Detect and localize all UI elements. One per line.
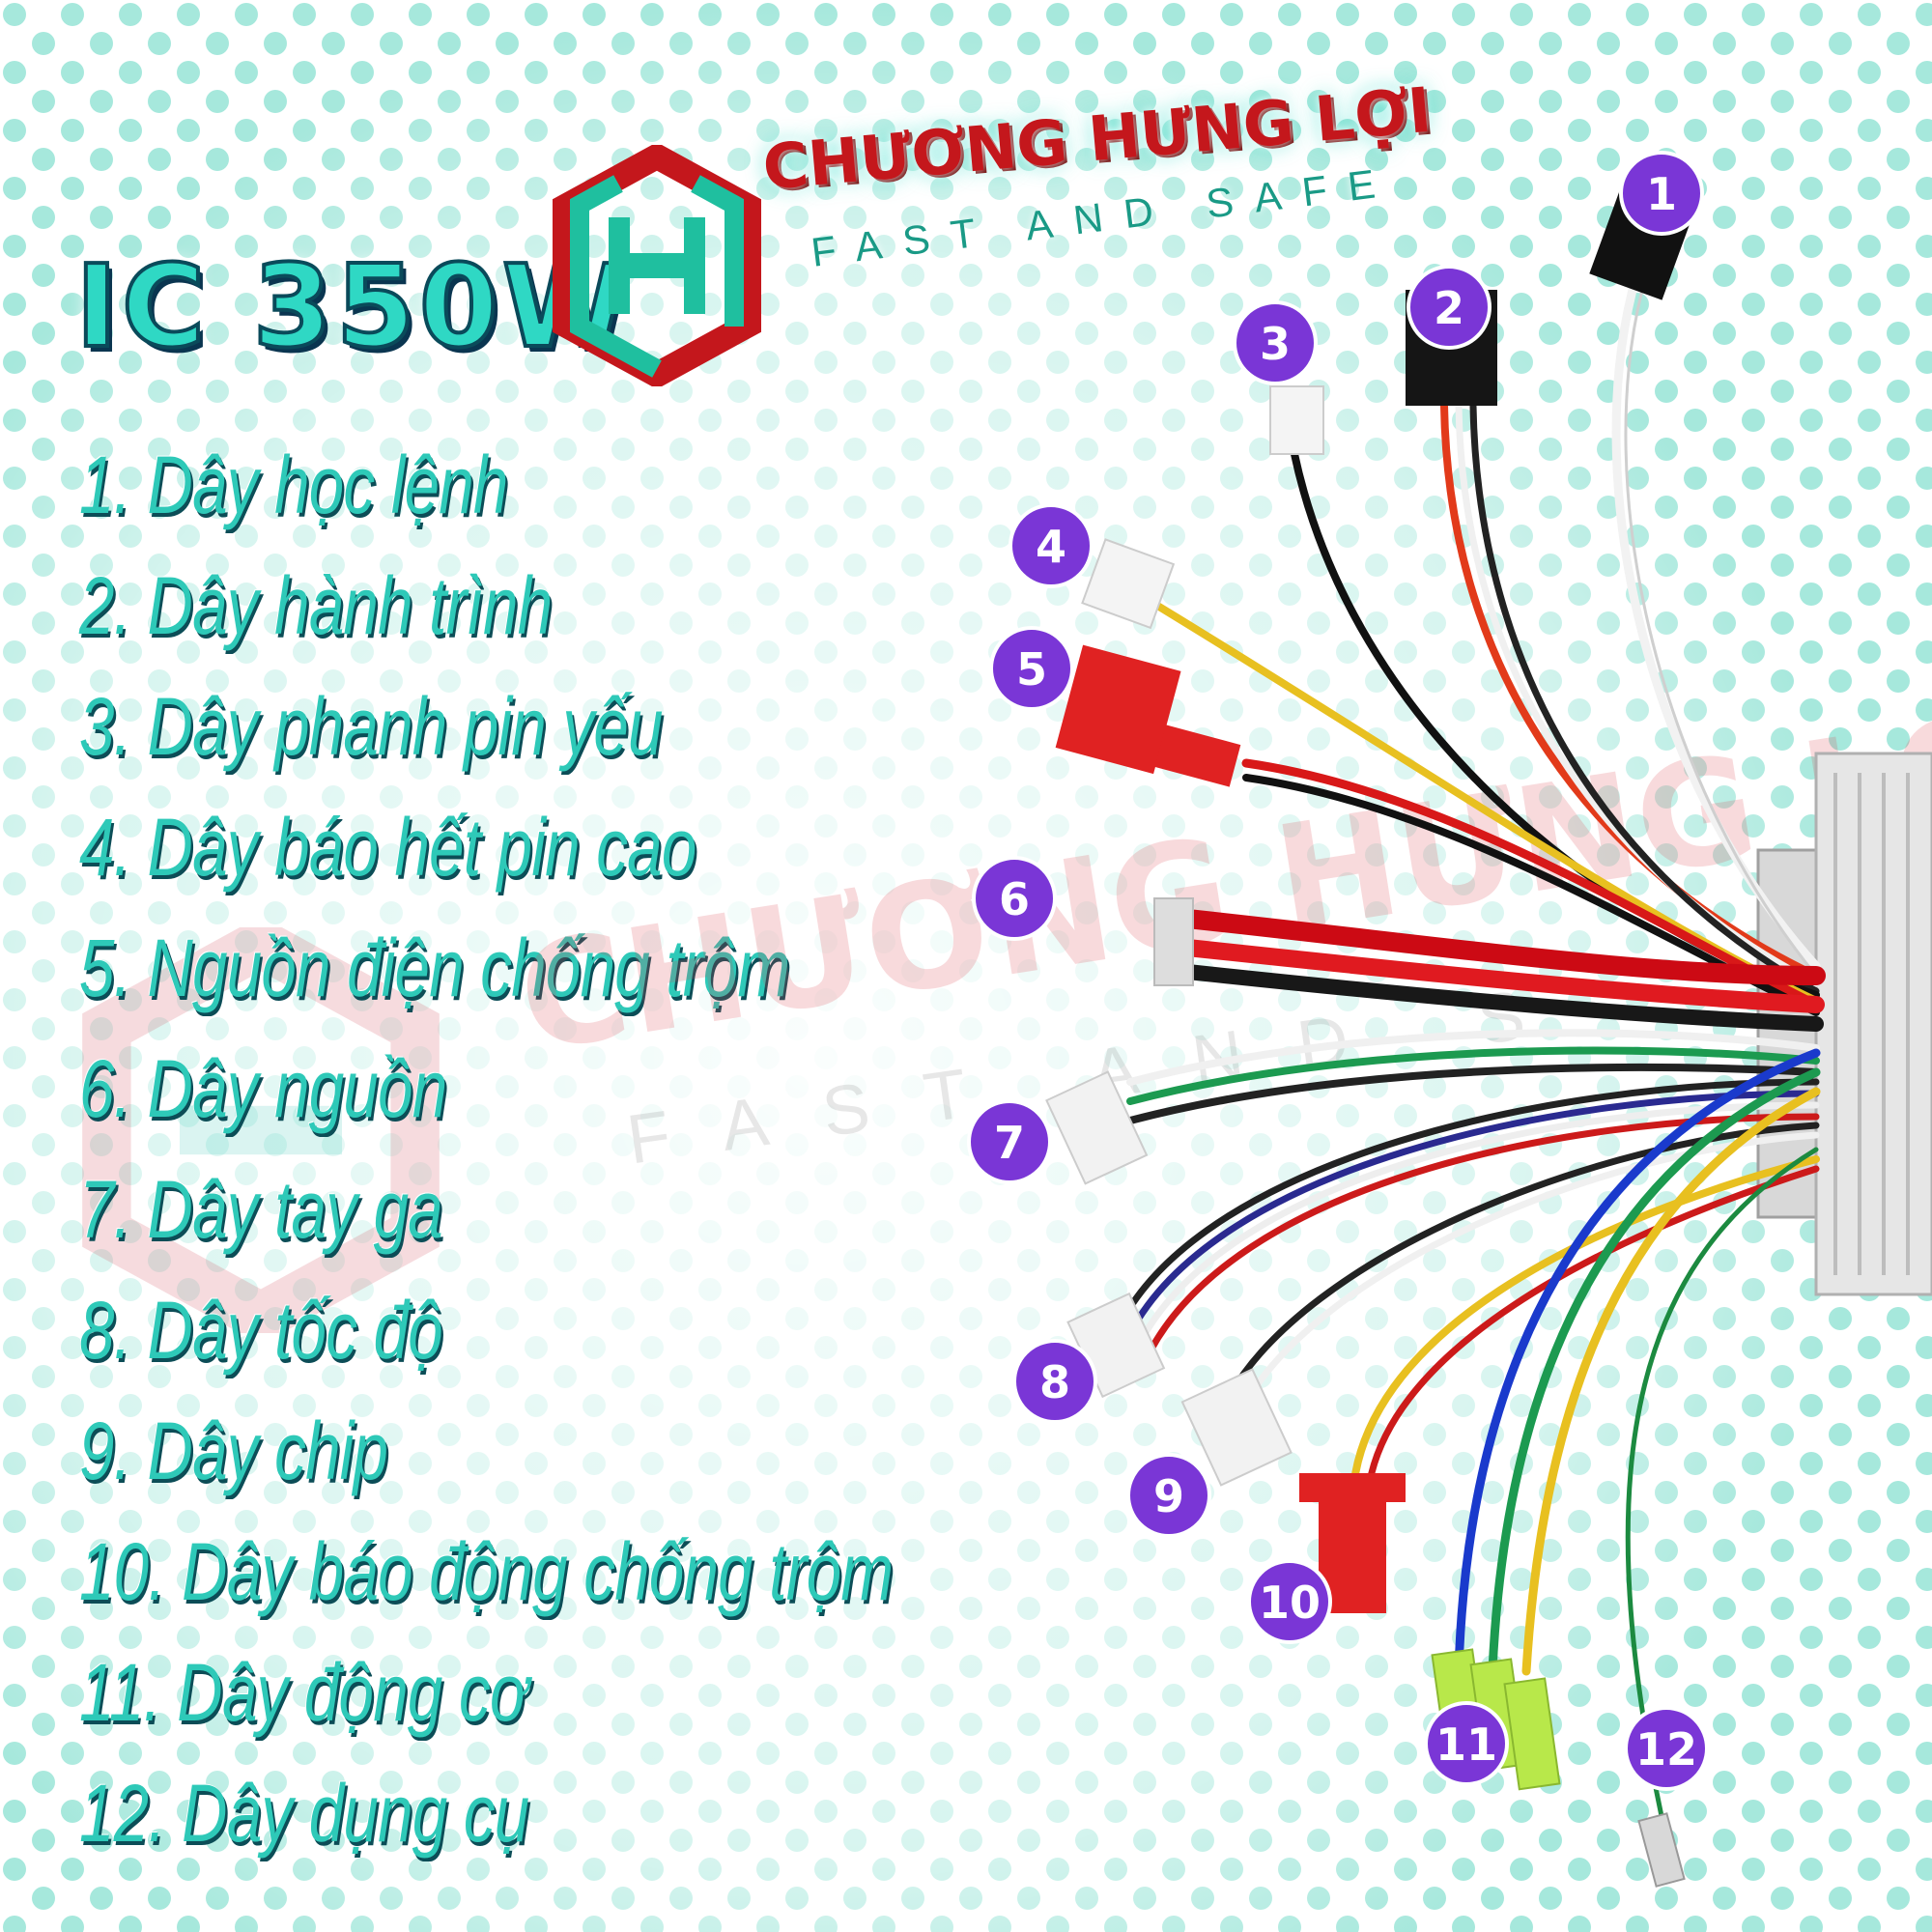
brand-logo-icon: [553, 145, 761, 386]
callout-number: 9: [1153, 1470, 1184, 1522]
wire-8: [1117, 1078, 1820, 1327]
callout-number: 5: [1016, 643, 1047, 696]
callout-number: 8: [1039, 1356, 1070, 1408]
callout-number: 11: [1435, 1719, 1497, 1771]
wire-list-item: 8. Dây tốc độ: [79, 1285, 443, 1376]
connector-4: [1081, 538, 1176, 630]
callout-number: 1: [1646, 168, 1677, 220]
callout-badge-9: 9: [1126, 1453, 1211, 1538]
callout-badge-4: 4: [1009, 503, 1094, 588]
wire-4: [1151, 600, 1820, 1005]
wire-bundle: [1117, 285, 1826, 1819]
connector-9: [1180, 1368, 1293, 1487]
wire-list-item: 11. Dây động cơ: [79, 1647, 528, 1738]
connector-6: [1153, 897, 1194, 986]
wire-list-item: 9. Dây chip: [79, 1406, 388, 1496]
wire-list-item: 3. Dây phanh pin yếu: [79, 681, 663, 772]
wire-list-item: 2. Dây hành trình: [79, 560, 553, 651]
callout-number: 7: [994, 1117, 1025, 1169]
wire-6: [1169, 908, 1826, 985]
callout-badge-7: 7: [967, 1099, 1052, 1184]
wire-list-item: 7. Dây tay ga: [79, 1164, 443, 1255]
wire-9: [1223, 1122, 1820, 1405]
callout-badge-1: 1: [1619, 151, 1704, 236]
connector-12: [1637, 1812, 1686, 1888]
callout-badge-6: 6: [972, 856, 1057, 941]
callout-number: 2: [1434, 282, 1464, 334]
wire-list-item: 5. Nguồn điện chống trộm: [79, 923, 790, 1013]
callout-badge-10: 10: [1247, 1559, 1332, 1644]
wire-list-item: 4. Dây báo hết pin cao: [79, 802, 696, 893]
product-title: IC 350W: [73, 240, 633, 373]
wire-10: [1349, 1155, 1820, 1511]
callout-badge-5: 5: [989, 626, 1074, 711]
callout-badge-8: 8: [1012, 1339, 1097, 1424]
watermark-logo-icon: [82, 927, 440, 1333]
connector-5: [1055, 644, 1181, 775]
callout-number: 12: [1635, 1723, 1697, 1776]
callout-badge-3: 3: [1233, 300, 1318, 385]
callout-number: 3: [1260, 318, 1291, 370]
callout-number: 4: [1036, 521, 1066, 573]
wire-12: [1625, 1147, 1819, 1819]
wire-function-list: 1. Dây học lệnh 2. Dây hành trình 3. Dây p…: [79, 425, 1122, 1874]
wire-7: [1126, 1029, 1820, 1086]
wire-list-item: 1. Dây học lệnh: [79, 440, 508, 530]
callout-number: 10: [1259, 1577, 1321, 1629]
callout-badge-2: 2: [1406, 265, 1492, 350]
callout-badge-12: 12: [1624, 1706, 1709, 1791]
wire-list-item: 12. Dây dụng cụ: [79, 1768, 529, 1859]
connector-7: [1045, 1070, 1149, 1185]
connector-3: [1269, 385, 1324, 455]
callout-badge-11: 11: [1424, 1701, 1509, 1786]
wire-11: [1454, 1048, 1821, 1676]
wire-list-item: 6. Dây nguồn: [79, 1043, 447, 1134]
callout-number: 6: [999, 873, 1030, 925]
wire-list-item: 10. Dây báo động chống trộm: [79, 1526, 894, 1617]
